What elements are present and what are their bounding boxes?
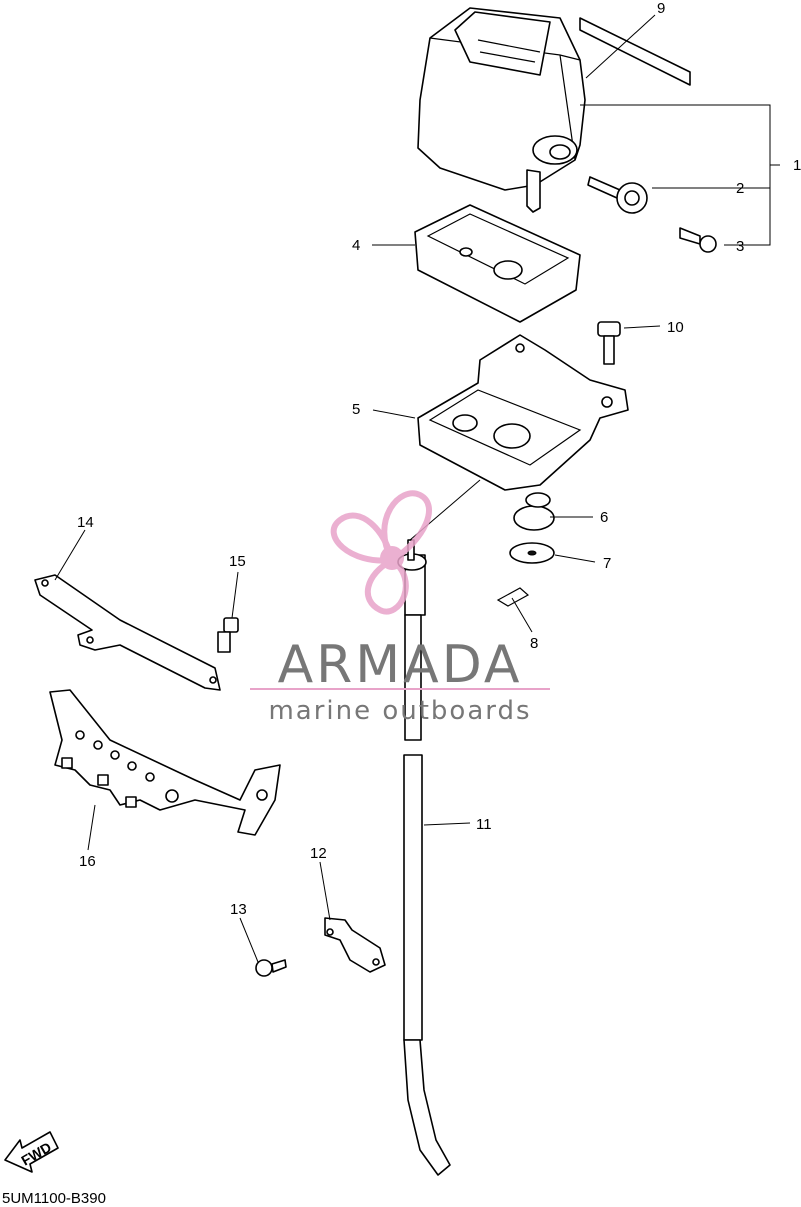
callout-16: 16 [79, 853, 96, 870]
bracket-14 [34, 574, 221, 691]
callout-4: 4 [352, 237, 360, 254]
callout-3: 3 [736, 238, 744, 255]
watermark-brand: ARMADA [278, 635, 523, 695]
callout-6: 6 [600, 509, 608, 526]
callout-9: 9 [657, 0, 665, 17]
screw-13 [255, 959, 287, 977]
leader-lines [54, 14, 780, 963]
callout-8: 8 [530, 635, 538, 652]
callout-13: 13 [230, 901, 247, 918]
meter-assembly [417, 7, 717, 253]
callout-5: 5 [352, 401, 360, 418]
callout-12: 12 [310, 845, 327, 862]
callout-11: 11 [476, 816, 492, 833]
watermark-divider [250, 688, 550, 690]
bolt-15 [217, 617, 239, 653]
washer-7 [509, 542, 555, 564]
callout-2: 2 [736, 180, 744, 197]
callout-1: 1 [793, 157, 801, 174]
callout-10: 10 [667, 319, 684, 336]
callout-15: 15 [229, 553, 246, 570]
meter-bracket-5 [417, 321, 629, 491]
bracket-16 [49, 689, 281, 836]
clamp-12 [324, 917, 386, 973]
callout-labels: 1 2 3 4 5 6 7 8 9 10 11 12 13 14 15 16 [77, 0, 801, 918]
callout-7: 7 [603, 555, 611, 572]
propeller-logo-icon [330, 490, 432, 615]
fwd-arrow-icon: FWD [4, 1131, 59, 1173]
callout-14: 14 [77, 514, 94, 531]
grommet-6 [513, 492, 555, 531]
clip-8 [496, 587, 530, 607]
meter-cover-4 [414, 204, 581, 323]
diagram-code: 5UM1100-B390 [2, 1190, 106, 1207]
watermark-tagline: marine outboards [268, 696, 531, 726]
armada-watermark: ARMADA marine outboards [250, 490, 550, 726]
